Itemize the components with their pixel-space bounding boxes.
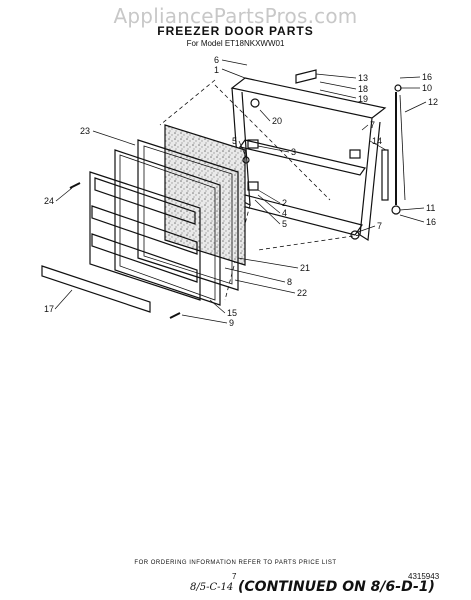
- callout-18: 18: [358, 84, 368, 94]
- callout-11: 11: [426, 203, 435, 213]
- handwritten-reference: 8/5-C-14: [190, 582, 234, 593]
- callout-17: 17: [44, 304, 54, 314]
- callout-19: 19: [358, 94, 368, 104]
- watermark-text: AppliancePartsPros.com: [113, 4, 358, 28]
- document-number: 4315943: [408, 572, 440, 581]
- callout-12: 12: [428, 97, 438, 107]
- page-number: 7: [232, 572, 237, 581]
- door-liner: [89, 171, 201, 301]
- bottom-frame-bar: [237, 194, 363, 236]
- callout-20: 20: [272, 116, 282, 126]
- ordering-info-note: FOR ORDERING INFORMATION REFER TO PARTS …: [134, 560, 337, 566]
- callout-21: 21: [300, 263, 310, 273]
- diagram-title: FREEZER DOOR PARTS: [157, 24, 314, 38]
- callout-5-top: 5: [232, 136, 237, 146]
- callout-9: 9: [229, 318, 234, 328]
- callout-4: 4: [282, 208, 287, 218]
- callout-8: 8: [287, 277, 292, 287]
- callout-16-top: 16: [422, 72, 432, 82]
- callout-22: 22: [297, 288, 307, 298]
- callout-2: 2: [282, 198, 287, 208]
- middle-crossbar: [238, 139, 367, 176]
- model-number: For Model ET18NKXWW01: [186, 39, 285, 48]
- bottom-trim-strip: [41, 265, 151, 313]
- continued-note: (CONTINUED ON 8/6-D-1): [238, 579, 435, 595]
- callout-6: 6: [214, 55, 219, 65]
- callout-3: 3: [291, 147, 296, 157]
- insulation-panel: [164, 124, 246, 266]
- callout-16-bottom: 16: [426, 217, 436, 227]
- callout-15: 15: [227, 308, 237, 318]
- callout-7-bottom: 7: [377, 221, 382, 231]
- door-gasket: [137, 139, 239, 291]
- callout-13: 13: [358, 73, 368, 83]
- callout-7-top: 7: [370, 120, 375, 130]
- callout-1: 1: [214, 65, 219, 75]
- alignment-guide: [159, 79, 361, 301]
- frame-right-rail: [359, 117, 381, 242]
- callout-14: 14: [372, 136, 382, 146]
- callout-10: 10: [422, 83, 432, 93]
- callout-23: 23: [80, 126, 90, 136]
- callout-5-bottom: 5: [282, 219, 287, 229]
- outer-door-panel: [114, 149, 221, 306]
- callout-24: 24: [44, 196, 54, 206]
